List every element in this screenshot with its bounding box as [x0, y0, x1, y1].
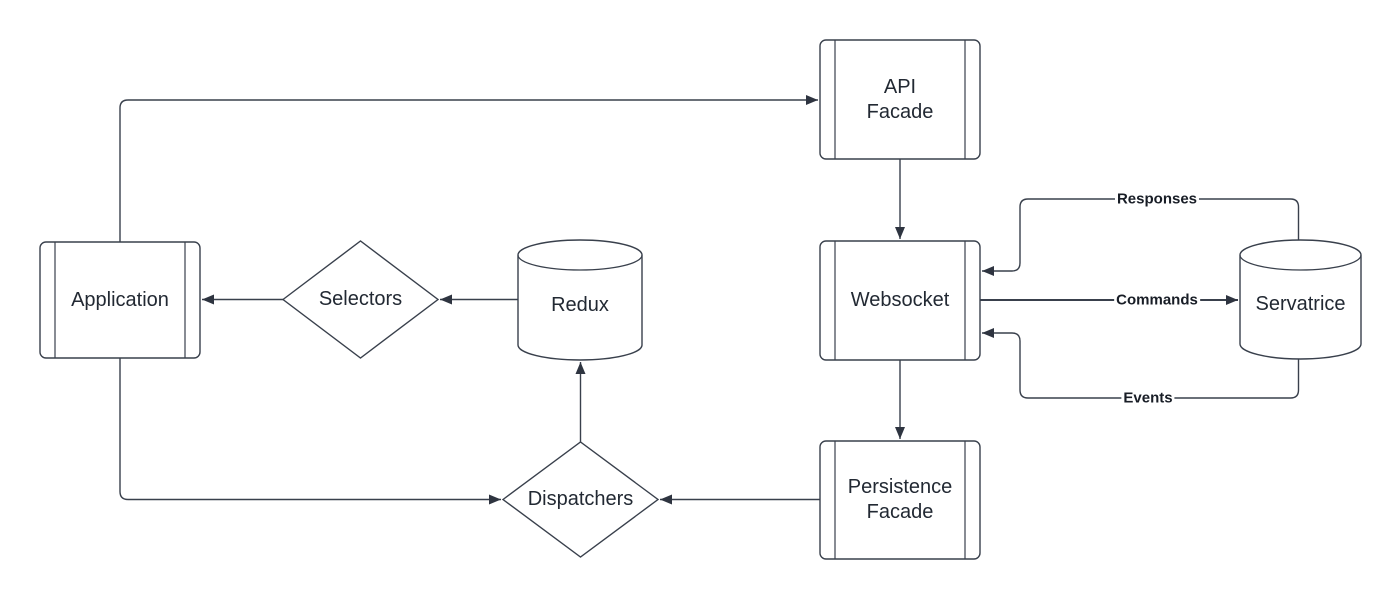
edge-application-to-api-facade — [119, 95, 818, 242]
persistence-facade-box — [819, 440, 981, 560]
node-api-facade — [819, 39, 981, 160]
dispatchers-diamond — [501, 441, 660, 558]
node-redux — [517, 239, 643, 361]
websocket-box — [819, 240, 981, 361]
servatrice-cylinder-rim — [1239, 254, 1362, 271]
edge-events — [982, 328, 1300, 399]
node-servatrice — [1239, 239, 1362, 360]
node-dispatchers — [501, 441, 660, 558]
node-websocket — [819, 240, 981, 361]
node-selectors — [281, 240, 440, 359]
redux-cylinder-rim — [517, 254, 643, 271]
node-application — [39, 241, 201, 359]
api-facade-box — [819, 39, 981, 160]
application-box — [39, 241, 201, 359]
selectors-diamond — [281, 240, 440, 359]
redux-cylinder — [517, 239, 643, 361]
edge-application-to-dispatchers — [119, 358, 501, 505]
node-persistence-facade — [819, 440, 981, 560]
servatrice-cylinder — [1239, 239, 1362, 360]
edge-responses — [982, 198, 1300, 276]
